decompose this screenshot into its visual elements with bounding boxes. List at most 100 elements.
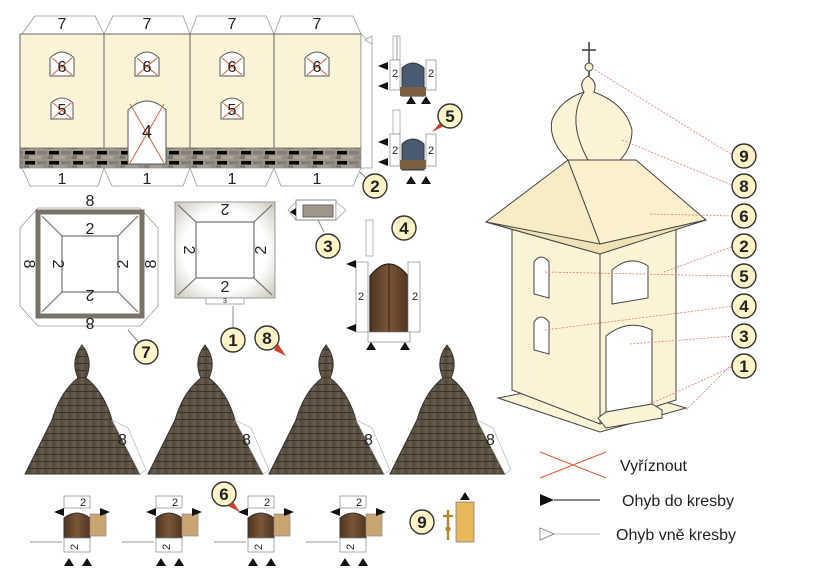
svg-text:2: 2: [69, 544, 81, 550]
door-cutout: 4: [127, 100, 167, 165]
svg-text:8: 8: [364, 432, 373, 449]
upper-window: 6: [49, 51, 75, 77]
svg-text:6: 6: [219, 485, 228, 504]
base-frame-piece: 3 2 2 2 2: [174, 200, 276, 305]
callout-1: 1: [220, 306, 246, 353]
legend-fold-in: Ohyb do kresby: [540, 493, 734, 510]
wall-bottom-label: 1: [313, 171, 322, 188]
svg-text:6: 6: [228, 59, 237, 76]
svg-text:8: 8: [262, 329, 271, 348]
svg-text:2: 2: [115, 259, 132, 268]
badge-6: 6: [731, 203, 757, 229]
svg-text:7: 7: [141, 343, 150, 362]
svg-text:6: 6: [143, 59, 152, 76]
svg-text:1: 1: [228, 331, 237, 350]
svg-text:6: 6: [313, 59, 322, 76]
svg-text:2: 2: [172, 497, 178, 509]
callout-7: 7: [127, 329, 159, 365]
svg-text:5: 5: [228, 102, 237, 119]
svg-text:5: 5: [58, 102, 67, 119]
leader-lines: [544, 67, 735, 411]
callout-5: 5: [432, 103, 463, 132]
window-shutter-piece: 2 2: [214, 495, 294, 566]
svg-text:8: 8: [739, 177, 748, 196]
wall-top-label: 7: [313, 16, 322, 33]
badge-3: 3: [731, 323, 757, 349]
wall-bottom-label: 1: [228, 171, 237, 188]
svg-text:4: 4: [399, 219, 409, 238]
badge-2: 2: [731, 233, 757, 259]
top-flaps: [21, 15, 362, 35]
legend-fold-out: Ohyb vně kresby: [539, 527, 736, 544]
svg-text:6: 6: [739, 207, 748, 226]
svg-text:2: 2: [80, 497, 86, 509]
svg-text:2: 2: [86, 221, 95, 238]
callout-8: 8: [254, 325, 286, 356]
step-piece: [287, 199, 347, 233]
lower-window: 5: [220, 97, 244, 120]
window-shutter-piece: 2 2: [122, 495, 202, 566]
wall-bottom-label: 1: [58, 171, 67, 188]
upper-window: 6: [304, 51, 330, 77]
svg-text:8: 8: [486, 432, 495, 449]
svg-text:2: 2: [264, 497, 270, 509]
svg-text:2: 2: [161, 544, 173, 550]
svg-text:2: 2: [412, 291, 418, 303]
legend: Vyříznout Ohyb do kresby Ohyb vně kresby: [539, 451, 736, 544]
roof-frame-piece: 8 8 8 8 2 2 2 2: [19, 193, 160, 331]
dome-piece: 8: [24, 344, 147, 475]
cross-piece: [443, 492, 475, 543]
wall-bottom-label: 1: [143, 171, 152, 188]
callout-6: 6: [211, 481, 240, 512]
stone-base: [19, 147, 362, 169]
svg-text:5: 5: [445, 107, 454, 126]
legend-cut: Vyříznout: [539, 451, 688, 479]
svg-text:3: 3: [323, 237, 332, 256]
svg-text:2: 2: [428, 68, 434, 80]
svg-text:4: 4: [142, 122, 152, 142]
svg-text:9: 9: [739, 147, 748, 166]
upper-window: 6: [134, 51, 160, 77]
svg-text:8: 8: [118, 432, 127, 449]
svg-text:2: 2: [220, 200, 229, 217]
wall-top-label: 7: [143, 16, 152, 33]
svg-text:4: 4: [739, 297, 749, 316]
svg-text:2: 2: [253, 245, 270, 254]
wall-strip: 7 7 7 7 1 1 1 1 6 6 6 6: [19, 15, 373, 188]
lower-window: 5: [50, 97, 74, 120]
svg-text:2: 2: [253, 544, 265, 550]
callout-4: 4: [391, 215, 417, 241]
dome-piece: 8: [268, 344, 391, 475]
svg-text:2: 2: [180, 246, 197, 255]
svg-text:2: 2: [345, 544, 357, 550]
svg-text:8: 8: [85, 314, 94, 331]
badge-4: 4: [731, 293, 757, 319]
svg-text:5: 5: [739, 267, 748, 286]
wall-top-label: 7: [58, 16, 67, 33]
upper-window: 6: [219, 51, 245, 77]
badge-1: 1: [731, 353, 757, 379]
glue-tab-right: [360, 33, 373, 169]
window-shutter-piece: 2 2: [30, 495, 110, 566]
svg-text:2: 2: [85, 286, 94, 303]
dome-piece: 8: [389, 344, 512, 475]
svg-text:2: 2: [358, 291, 364, 303]
svg-text:9: 9: [417, 513, 426, 532]
badge-5: 5: [731, 263, 757, 289]
svg-text:2: 2: [392, 145, 398, 157]
badge-8: 8: [731, 173, 757, 199]
svg-text:8: 8: [20, 260, 37, 269]
legend-fold-in-label: Ohyb do kresby: [622, 493, 734, 510]
svg-text:8: 8: [143, 259, 160, 268]
svg-text:1: 1: [739, 357, 748, 376]
door-piece: 2 2: [346, 219, 421, 350]
shutter-piece-lower: 2 2: [378, 109, 437, 184]
fold-mark: [364, 35, 373, 45]
wall-top-label: 7: [228, 16, 237, 33]
svg-text:2: 2: [221, 279, 230, 296]
callout-3: 3: [315, 233, 341, 259]
callout-9: 9: [409, 509, 435, 535]
svg-text:2: 2: [356, 497, 362, 509]
callout-2: 2: [359, 171, 388, 199]
